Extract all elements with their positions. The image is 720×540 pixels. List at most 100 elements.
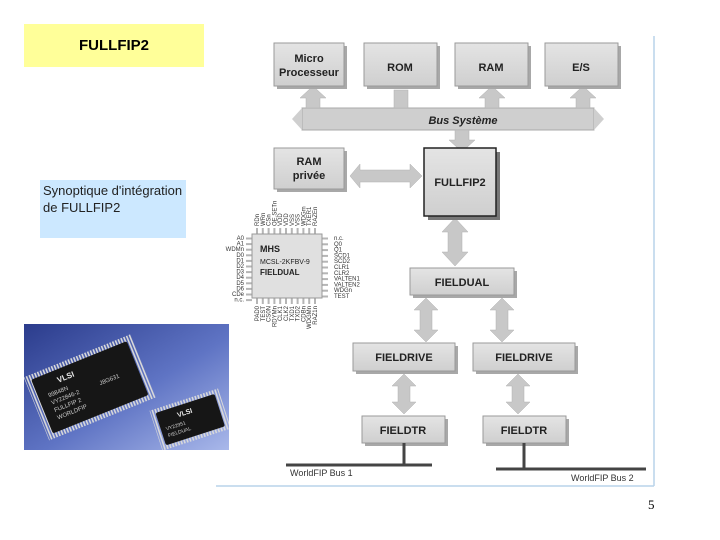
arrow-fielddrive-fieldtr-1 (391, 373, 417, 415)
pin-tick (256, 228, 258, 234)
pin-label-left: CDe (232, 292, 245, 298)
pin-tick (246, 287, 252, 290)
pin-tick (302, 298, 305, 304)
pin-tick (273, 228, 276, 234)
caption: Synoptique d'intégration de FULLFIP2 (40, 180, 186, 238)
pin-tick (314, 228, 316, 234)
pin-label-bottom: TXD2 (296, 305, 302, 321)
pin-label-left: D2 (236, 264, 244, 270)
pin-label-right: CLR2 (334, 271, 350, 277)
arrow-micro-bus (299, 85, 327, 109)
arrow-fullfip2-fielddual (441, 217, 469, 267)
arrow-es-bus (569, 85, 597, 109)
pin-label-right: SCD2 (334, 259, 351, 265)
pin-tick (256, 298, 258, 304)
arrow-rom-bus (393, 89, 409, 109)
pin-label-top: WRn (261, 213, 267, 226)
arrow-fielddual-fielddrive-2 (489, 297, 515, 343)
pin-tick (261, 228, 264, 234)
es-block: E/S (544, 42, 621, 89)
micro-processeur-block: Micro Processeur (273, 42, 347, 89)
micro-label-1: Micro (294, 53, 324, 65)
pin-tick (290, 298, 293, 304)
ram-privee-label-2: privée (293, 170, 325, 182)
pin-label-top: RAZEn (313, 207, 319, 226)
fielddual-chip (156, 394, 225, 445)
pin-tick (246, 265, 252, 268)
pin-tick (285, 298, 287, 304)
ram-block: RAM (454, 42, 531, 89)
pin-tick (246, 254, 252, 257)
fielddrive-block-1: FIELDRIVE (352, 342, 458, 374)
pin-label-right: Q1 (334, 248, 343, 254)
pin-label-bottom: CS0N (267, 306, 273, 322)
slide-title: FULLFIP2 (24, 24, 204, 67)
pin-label-left: A1 (237, 242, 245, 248)
pinout-package (251, 233, 323, 299)
fielddual-chip-pinout: MHS MCSL-2KFBV-9 FIELDUAL A0A1WDMnD0D1D2… (226, 201, 361, 329)
pin-tick (246, 293, 252, 296)
pin-label-bottom: CDBn (301, 306, 307, 322)
pin-label-left: WDMn (226, 247, 244, 253)
pin-label-right: VALTEN1 (334, 277, 360, 283)
fullfip2-block: FULLFIP2 (423, 147, 500, 220)
pin-tick (290, 228, 293, 234)
pin-label-top: VDD (284, 213, 290, 226)
pin-tick (296, 298, 299, 304)
pin-tick (308, 228, 311, 234)
pin-label-bottom: RAZ1n (313, 306, 319, 325)
pin-tick (267, 228, 270, 234)
fielddrive-label-2: FIELDRIVE (495, 352, 552, 364)
page-number: 5 (648, 497, 655, 512)
pin-tick (322, 254, 328, 257)
worldfip-bus-2-label: WorldFIP Bus 2 (571, 473, 634, 483)
pin-label-bottom: RDYMn (272, 306, 278, 327)
pin-label-left: D4 (236, 275, 244, 281)
fieldtr-block-1: FIELDTR (361, 415, 448, 446)
pin-tick (314, 298, 316, 304)
pin-label-left: D6 (236, 286, 244, 292)
pin-label-bottom: PAD0 (255, 305, 261, 321)
pin-label-bottom: CLK2 (284, 305, 290, 321)
pin-label-top: CSn (267, 214, 273, 226)
pin-tick (246, 282, 252, 285)
ram-label: RAM (478, 62, 503, 74)
pin-label-top: RDn (255, 214, 261, 226)
ram-privee-block: RAM privée (273, 147, 347, 192)
pin-label-top: VSS (290, 214, 296, 226)
chip-photo: VLSI 99848N VY22846-2 FULLFIP 2 WORLDFIP… (24, 324, 229, 450)
pin-tick (246, 271, 252, 274)
arrow-fielddual-fielddrive-1 (413, 297, 439, 343)
pin-tick (296, 228, 299, 234)
pin-label-left: D5 (236, 281, 244, 287)
es-label: E/S (572, 62, 590, 74)
pin-tick (322, 260, 328, 263)
pin-label-top: VDD (278, 213, 284, 226)
pin-label-right: n.c. (334, 236, 344, 242)
pin-label-right: TEST (334, 294, 350, 300)
pin-tick (285, 228, 287, 234)
pin-tick (246, 276, 252, 279)
fieldtr-label-1: FIELDTR (380, 425, 426, 437)
pin-tick (246, 248, 252, 251)
chip2-line-1: VLSI (176, 408, 193, 419)
pin-label-left: D0 (236, 253, 244, 259)
pin-tick (246, 243, 252, 246)
pin-label-top: TXER1 (307, 206, 313, 226)
pin-label-top: VSS (296, 214, 302, 226)
arrow-fielddrive-fieldtr-2 (505, 373, 531, 415)
pin-tick (246, 237, 252, 240)
rom-label: ROM (387, 62, 413, 74)
micro-label-2: Processeur (279, 67, 340, 79)
pin-tick (322, 289, 328, 292)
pin-label-right: SCD1 (334, 253, 351, 259)
pin-tick (279, 228, 282, 234)
pin-label-bottom: TXD1 (290, 305, 296, 321)
pin-tick (322, 278, 328, 281)
arrow-ram-fullfip2 (349, 163, 423, 189)
pin-tick (261, 298, 264, 304)
pin-label-right: CLR1 (334, 265, 350, 271)
pin-label-bottom: TEST (261, 306, 267, 322)
ram-privee-label-1: RAM (296, 156, 321, 168)
pin-label-left: D1 (236, 258, 244, 264)
